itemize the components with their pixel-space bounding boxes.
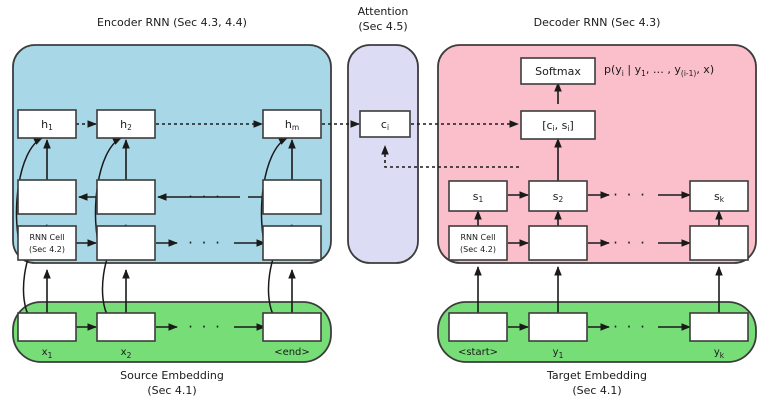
target-embedding-label-line1: Target Embedding [546, 369, 647, 382]
output-probability-formula: p(yi | y1, … , y(i-1), x) [604, 63, 714, 78]
svg-text:ci: ci [381, 118, 389, 132]
encoder-backward-cell-3[interactable] [262, 179, 322, 215]
decoder-rnn-cell-1[interactable]: RNN Cell (Sec 4.2) [448, 225, 508, 261]
svg-text:RNN Cell: RNN Cell [29, 233, 64, 242]
svg-text:h1: h1 [41, 118, 53, 132]
encoder-forward-cell-2[interactable] [96, 225, 156, 261]
decoder-panel [437, 44, 757, 264]
decoder-state-feedback-link [381, 145, 519, 168]
decoder-state-s1[interactable]: s1 [448, 180, 508, 212]
encoder-hidden-state-h2[interactable]: h2 [96, 109, 156, 139]
target-token-start[interactable]: <start> [448, 312, 508, 358]
source-embedding-panel [12, 301, 332, 363]
source-embedding-label-line2: (Sec 4.1) [147, 384, 196, 397]
decoder-state-sk[interactable]: sk [689, 180, 749, 212]
svg-text:s1: s1 [473, 190, 484, 204]
encoder-forward-cell-3[interactable] [262, 225, 322, 261]
svg-text:[ci, si]: [ci, si] [542, 119, 574, 133]
source-token-x2[interactable]: x2 [96, 312, 156, 360]
target-token-yk[interactable]: yk [689, 312, 749, 360]
tgt-emb-ellipsis: · · · [613, 318, 647, 336]
svg-text:yk: yk [714, 347, 725, 360]
svg-text:h2: h2 [120, 118, 132, 132]
encoder-hidden-state-hm[interactable]: hm [262, 109, 322, 139]
encoder-panel-label: Encoder RNN (Sec 4.3, 4.4) [97, 16, 247, 29]
svg-text:<end>: <end> [274, 347, 310, 358]
encoder-forward-cell-1[interactable]: RNN Cell (Sec 4.2) [17, 225, 77, 261]
attention-panel-label-line1: Attention [358, 5, 409, 18]
svg-text:x2: x2 [121, 347, 132, 360]
svg-text:<start>: <start> [458, 347, 498, 358]
target-embedding-label-line2: (Sec 4.1) [572, 384, 621, 397]
source-embedding-label-line1: Source Embedding [120, 369, 224, 382]
svg-text:x1: x1 [42, 347, 53, 360]
decoder-rnn-cell-2[interactable] [528, 225, 588, 261]
softmax-box[interactable]: Softmax [520, 57, 596, 85]
source-token-x1[interactable]: x1 [17, 312, 77, 360]
enc-fwd-ellipsis: · · · [188, 234, 222, 252]
decoder-state-s2[interactable]: s2 [528, 180, 588, 212]
target-embedding-panel [437, 301, 757, 363]
attention-context-box[interactable]: ci [359, 110, 411, 138]
encoder-backward-cell-2[interactable] [96, 179, 156, 215]
svg-text:y1: y1 [553, 347, 564, 360]
attention-panel [347, 44, 419, 264]
encoder-backward-cell-1[interactable] [17, 179, 77, 215]
context-state-concat-box[interactable]: [ci, si] [520, 110, 596, 140]
svg-text:(Sec 4.2): (Sec 4.2) [29, 245, 65, 254]
svg-text:s2: s2 [553, 190, 564, 204]
svg-text:Softmax: Softmax [535, 65, 581, 78]
target-token-y1[interactable]: y1 [528, 312, 588, 360]
decoder-panel-label: Decoder RNN (Sec 4.3) [534, 16, 661, 29]
decoder-rnn-cell-3[interactable] [689, 225, 749, 261]
svg-text:hm: hm [285, 118, 299, 132]
dec-cell-ellipsis: · · · [613, 234, 647, 252]
encoder-panel [12, 44, 332, 264]
src-emb-ellipsis: · · · [188, 318, 222, 336]
dec-state-ellipsis: · · · [613, 186, 647, 204]
attention-panel-label-line2: (Sec 4.5) [358, 20, 407, 33]
svg-text:RNN Cell: RNN Cell [460, 233, 495, 242]
encoder-hidden-state-h1[interactable]: h1 [17, 109, 77, 139]
source-token-end[interactable]: <end> [262, 312, 322, 358]
svg-text:(Sec 4.2): (Sec 4.2) [460, 245, 496, 254]
enc-bwd-ellipsis: · · · [188, 188, 222, 206]
svg-text:sk: sk [714, 190, 725, 204]
